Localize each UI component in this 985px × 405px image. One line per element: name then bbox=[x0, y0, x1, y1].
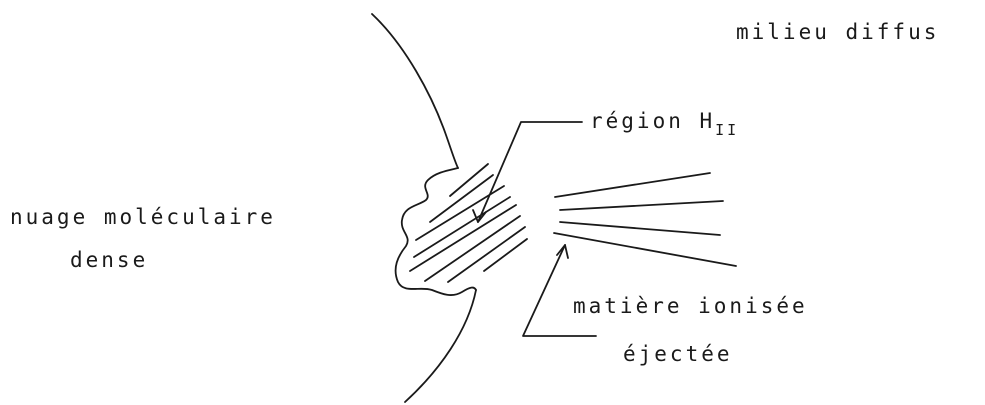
label-ejected-matter-line1: matière ionisée bbox=[573, 296, 808, 317]
label-hii-region: région HII bbox=[590, 111, 739, 132]
label-dense-cloud-line1: nuage moléculaire bbox=[10, 207, 276, 228]
label-ejected-matter-line2: éjectée bbox=[623, 344, 733, 365]
label-hii-region-main: région H bbox=[590, 109, 715, 133]
hii-region-outline bbox=[396, 168, 476, 295]
label-dense-cloud-line2: dense bbox=[70, 250, 148, 271]
label-hii-region-subscript: II bbox=[715, 121, 739, 139]
label-diffuse-medium: milieu diffus bbox=[736, 22, 939, 43]
cloud-boundary-lower bbox=[405, 290, 476, 402]
ejected-streamers bbox=[554, 173, 736, 266]
ejected-pointer-line bbox=[523, 245, 596, 336]
cloud-boundary-upper bbox=[372, 14, 458, 168]
